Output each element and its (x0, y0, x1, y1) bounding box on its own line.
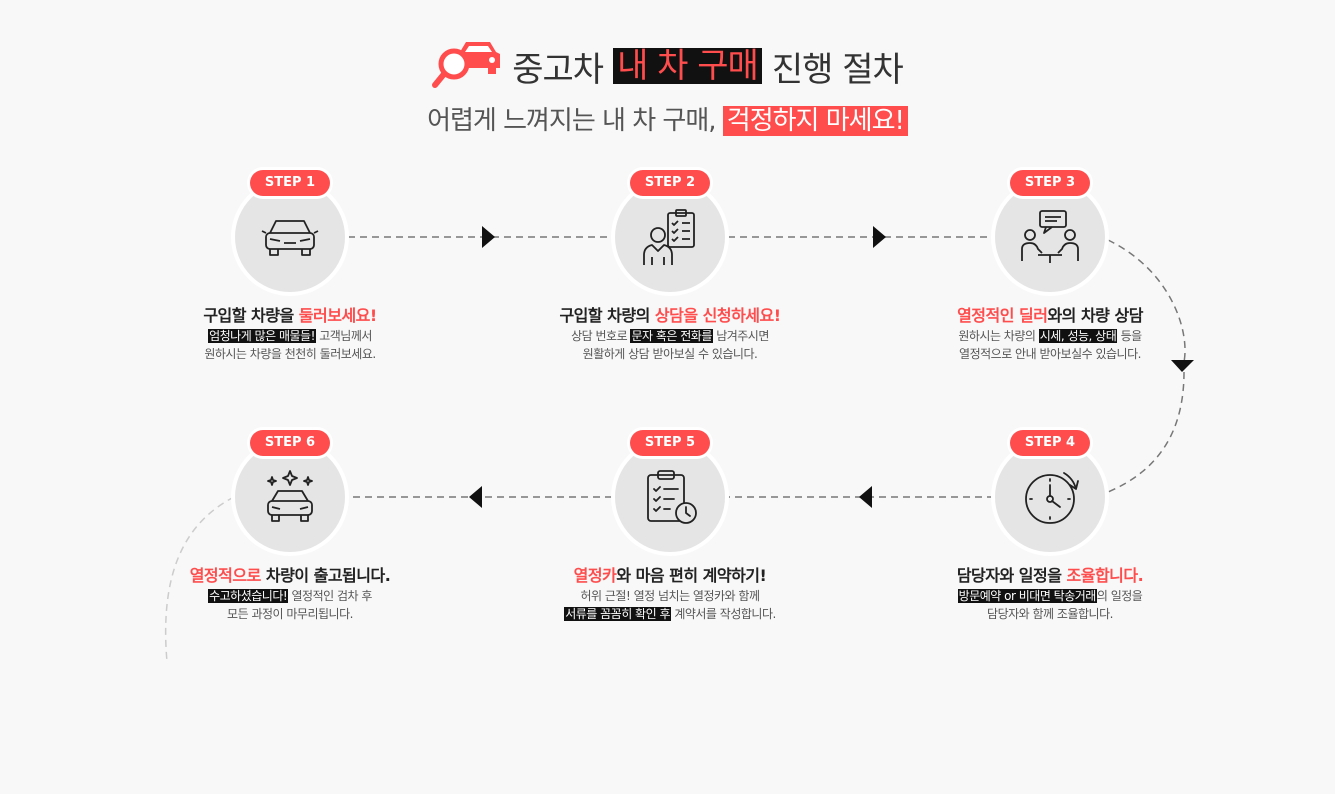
step-title: 열정카와 마음 편히 계약하기! (573, 566, 767, 585)
arrow-left-icon (469, 486, 482, 508)
consultant-checklist-icon (643, 209, 695, 265)
step-circle (615, 442, 725, 552)
connector-curve-4 (1107, 371, 1185, 493)
connector-3-curve (1107, 239, 1186, 363)
subtitle-highlight: 걱정하지 마세요! (722, 106, 908, 136)
step-description: 원하시는 차량의 시세, 성능, 상태 등을 열정적으로 안내 받아보실수 있습… (958, 329, 1142, 361)
page-subtitle: 어렵게 느껴지는 내 차 구매, 걱정하지 마세요! (0, 100, 1335, 137)
step-badge: STEP 1 (250, 170, 330, 196)
dealer-chat-icon (1021, 210, 1079, 263)
step-title: 담당자와 일정을 조율합니다. (956, 566, 1144, 585)
title-post: 진행 절차 (771, 49, 904, 90)
stopwatch-icon (1025, 472, 1079, 524)
step-title: 구입할 차량을 둘러보세요! (203, 306, 377, 325)
step-badge: STEP 5 (630, 430, 710, 456)
title-pre: 중고차 (512, 49, 604, 90)
connector-6-tail (164, 496, 235, 663)
step-badge: STEP 4 (1010, 430, 1090, 456)
arrow-down-icon (1171, 360, 1194, 372)
step-circle (615, 182, 725, 292)
arrow-right-icon (873, 226, 886, 248)
step-title: 열정적인 딜러와의 차량 상담 (957, 306, 1143, 325)
subtitle-pre: 어렵게 느껴지는 내 차 구매, (427, 106, 716, 136)
title-highlight: 내 차 구매 (613, 48, 762, 84)
arrow-left-icon (859, 486, 872, 508)
clipboard-clock-icon (647, 470, 697, 524)
step-description: 방문예약 or 비대면 탁송거래의 일정을 담당자와 함께 조율합니다. (957, 589, 1143, 621)
step-description: 허위 근절! 열정 넘치는 열정카와 함께 서류를 꼼꼼히 확인 후 계약서를 … (564, 589, 776, 621)
sparkling-car-icon (267, 470, 313, 522)
arrow-right-icon (482, 226, 495, 248)
step-circle (235, 442, 345, 552)
step-title: 구입할 차량의 상담을 신청하세요! (559, 306, 781, 325)
step-badge: STEP 2 (630, 170, 710, 196)
step-circle (995, 442, 1105, 552)
car-search-icon (432, 42, 501, 88)
step-description: 수고하셨습니다! 열정적인 검차 후 모든 과정이 마무리됩니다. (208, 589, 372, 621)
step-title: 열정적으로 차량이 출고됩니다. (189, 566, 391, 585)
step-badge: STEP 6 (250, 430, 330, 456)
step-circle (235, 182, 345, 292)
step-description: 엄청나게 많은 매물들! 고객님께서 원하시는 차량을 천천히 둘러보세요. (204, 329, 376, 361)
step-description: 상담 번호로 문자 혹은 전화를 남겨주시면 원활하게 상담 받아보실 수 있습… (571, 329, 769, 361)
step-badge: STEP 3 (1010, 170, 1090, 196)
step-circle (995, 182, 1105, 292)
page-header: 중고차 내 차 구매 진행 절차 어렵게 느껴지는 내 차 구매, 걱정하지 마… (0, 36, 1335, 137)
page-title: 중고차 내 차 구매 진행 절차 (432, 36, 904, 96)
car-front-icon (261, 220, 319, 256)
